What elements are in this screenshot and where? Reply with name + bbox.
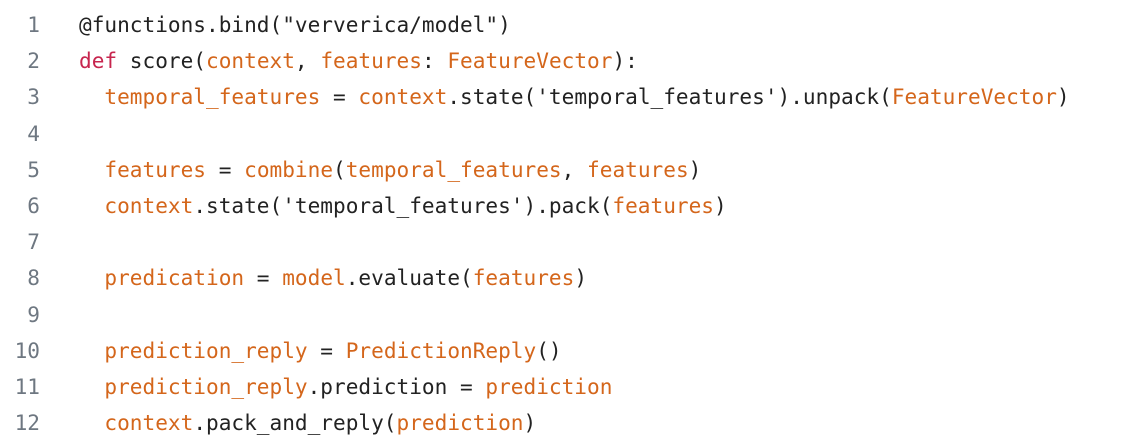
- code-token-default: =: [320, 84, 359, 110]
- code-token-variable: PredictionReply: [345, 337, 537, 363]
- code-line: 7: [0, 224, 1132, 260]
- line-code: predication = model.evaluate(features): [79, 260, 587, 296]
- code-token-variable: features: [587, 156, 689, 182]
- code-token-variable: features: [612, 193, 715, 218]
- code-token-default: :: [421, 48, 448, 74]
- code-token-default: @functions.bind("ververica/model"): [79, 12, 511, 37]
- indent: [79, 193, 104, 218]
- code-token-default: .prediction =: [307, 374, 486, 399]
- indent: [79, 374, 104, 399]
- code-token-default: ): [714, 193, 727, 218]
- code-token-variable: features: [104, 156, 207, 182]
- code-line: 10 prediction_reply = PredictionReply(): [0, 333, 1132, 369]
- code-line: 5 features = combine(temporal_features, …: [0, 152, 1132, 188]
- line-number: 2: [27, 48, 40, 74]
- code-line: 9: [0, 297, 1132, 333]
- line-number: 4: [27, 120, 40, 146]
- line-code: prediction_reply.prediction = prediction: [79, 369, 612, 405]
- code-token-default: =: [244, 265, 283, 291]
- line-number: 11: [14, 374, 40, 399]
- indent: [79, 84, 104, 109]
- code-line: 12 context.pack_and_reply(prediction): [0, 405, 1132, 441]
- code-token-variable: FeatureVector: [447, 48, 613, 74]
- line-number: 6: [27, 193, 40, 218]
- line-code: @functions.bind("ververica/model"): [79, 7, 511, 43]
- code-line: 1 @functions.bind("ververica/model"): [0, 7, 1132, 43]
- code-token-variable: model: [282, 265, 346, 291]
- code-token-default: (: [333, 156, 346, 182]
- line-number: 7: [27, 229, 40, 255]
- code-token-variable: prediction: [396, 410, 524, 436]
- line-number: 8: [27, 265, 40, 291]
- line-code: temporal_features = context.state('tempo…: [79, 79, 1070, 115]
- code-token-default: score(: [117, 48, 207, 74]
- indent: [79, 265, 104, 290]
- code-token-default: ): [1056, 84, 1070, 110]
- code-token-variable: prediction: [485, 374, 613, 399]
- line-number: 9: [27, 301, 40, 327]
- code-line: 2 def score(context, features: FeatureVec…: [0, 43, 1132, 79]
- code-line: 4: [0, 116, 1132, 152]
- code-line: 8 predication = model.evaluate(features): [0, 260, 1132, 296]
- line-number: 10: [14, 337, 40, 363]
- code-token-default: .state('temporal_features').unpack(: [447, 84, 892, 110]
- line-number: 5: [27, 156, 40, 182]
- indent: [79, 157, 104, 182]
- code-token-variable: context: [104, 193, 194, 218]
- code-token-variable: context: [206, 48, 295, 74]
- line-code: context.pack_and_reply(prediction): [79, 405, 536, 441]
- indent: [79, 410, 104, 435]
- line-number: 1: [27, 12, 40, 37]
- code-token-variable: predication: [104, 265, 245, 291]
- indent: [79, 338, 104, 363]
- line-code: features = combine(temporal_features, fe…: [79, 152, 701, 188]
- code-token-variable: context: [358, 84, 448, 110]
- code-line: 6 context.state('temporal_features').pac…: [0, 188, 1132, 224]
- code-token-default: =: [206, 156, 245, 182]
- line-number: 12: [14, 410, 40, 436]
- code-token-default: ):: [612, 48, 638, 74]
- code-token-variable: context: [104, 410, 194, 436]
- code-token-default: .evaluate(: [345, 265, 473, 291]
- code-token-default: =: [307, 337, 346, 363]
- code-token-variable: combine: [244, 156, 334, 182]
- code-token-default: ): [574, 265, 588, 291]
- code-token-default: ): [523, 410, 537, 436]
- line-code: context.state('temporal_features').pack(…: [79, 188, 727, 224]
- line-code: prediction_reply = PredictionReply(): [79, 333, 562, 369]
- code-token-default: .state('temporal_features').pack(: [193, 193, 613, 218]
- code-token-default: (): [536, 337, 562, 363]
- code-line: 3 temporal_features = context.state('tem…: [0, 79, 1132, 115]
- code-token-default: ): [688, 156, 702, 182]
- line-number: 3: [27, 84, 40, 110]
- code-token-variable: prediction_reply: [104, 337, 308, 363]
- line-code: def score(context, features: FeatureVect…: [79, 43, 638, 79]
- code-token-variable: temporal_features: [345, 156, 562, 182]
- code-token-variable: temporal_features: [104, 84, 321, 110]
- code-token-variable: features: [472, 265, 575, 291]
- code-token-variable: features: [320, 48, 422, 74]
- code-token-default: .pack_and_reply(: [193, 410, 397, 436]
- code-token-variable: FeatureVector: [891, 84, 1057, 110]
- code-token-default: ,: [294, 48, 321, 74]
- code-token-variable: prediction_reply: [104, 374, 308, 399]
- code-line: 11 prediction_reply.prediction = predict…: [0, 369, 1132, 405]
- code-token-default: ,: [561, 156, 588, 182]
- code-token-keyword: def: [79, 48, 118, 74]
